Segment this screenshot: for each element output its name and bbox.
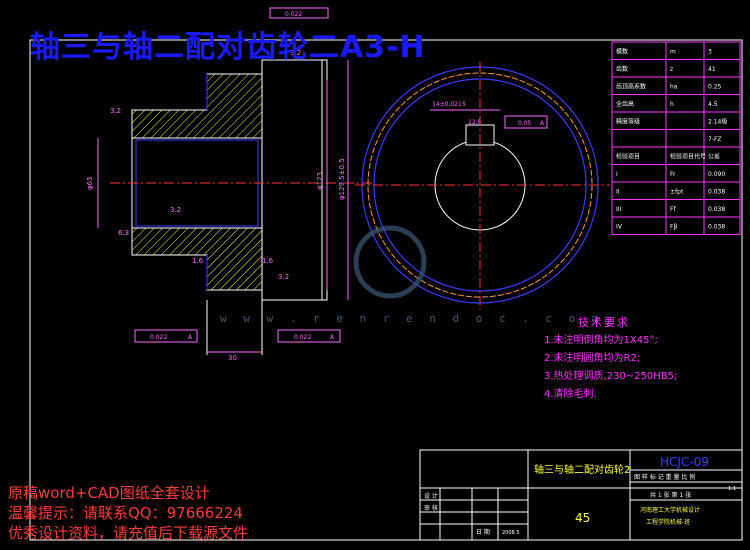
- tb-design: 设 计: [424, 492, 438, 500]
- section-view: [97, 59, 372, 355]
- dim-bore-diameter: φ65: [86, 176, 94, 190]
- tech-item: 3.热处理调质,230~250HB5;: [544, 371, 678, 382]
- param-cell: 0.038: [708, 189, 725, 196]
- svg-text:3.2: 3.2: [170, 206, 181, 214]
- tb-date-label: 日 期: [476, 528, 490, 536]
- tech-item: 4.清除毛刺.: [544, 389, 597, 400]
- param-cell: 精度等级: [616, 118, 640, 126]
- watermark-url: w w w . r e n r e n d o c . c o m: [220, 312, 604, 325]
- svg-text:A: A: [188, 334, 193, 341]
- param-cell: 3: [708, 49, 712, 56]
- param-cell: 0.090: [708, 171, 725, 178]
- param-cell: 41: [708, 66, 716, 73]
- dim-tip-diameter: φ129.5±0.5: [338, 158, 346, 200]
- parameter-table: 模数 m 3 齿数 z 41 齿顶高系数 ha 0.25 全齿高 h 4.5 精度等级 2.14级 7-FZ…: [611, 41, 741, 235]
- param-cell: 4.5: [708, 101, 718, 108]
- param-cell: 检验项目代号: [670, 153, 706, 161]
- param-cell: I: [616, 171, 618, 178]
- technical-requirements: 技术要求 1.未注明倒角均为1X45°; 2.未注明圆角均为R2; 3.热处理调…: [544, 314, 677, 404]
- svg-text:1.6: 1.6: [192, 257, 204, 265]
- param-cell: IV: [616, 224, 623, 231]
- svg-text:0.05: 0.05: [518, 120, 532, 127]
- tb-org1: 河南理工大学机械设计: [640, 506, 700, 514]
- param-cell: h: [670, 101, 674, 108]
- svg-text:6.3: 6.3: [118, 229, 129, 237]
- tb-check: 审 核: [424, 504, 438, 512]
- param-cell: 0.25: [708, 84, 722, 91]
- tb-scale: 1:1: [728, 486, 736, 492]
- rough-keyway: 12.5: [468, 119, 482, 126]
- drawing-name: 轴三与轴二配对齿轮2: [534, 463, 630, 476]
- tech-item: 1.未注明倒角均为1X45°;: [544, 335, 658, 346]
- param-cell: 7-FZ: [708, 136, 722, 143]
- svg-text:1.6: 1.6: [262, 257, 274, 265]
- drawing-border: [29, 39, 743, 541]
- svg-text:0.022: 0.022: [294, 334, 311, 341]
- tb-row1: 图 样 标 记 重 量 比 例: [634, 473, 695, 481]
- gdt-frames: 0.022 0.022 A 0.022 A 0.05 A: [134, 7, 548, 343]
- svg-text:0.022: 0.022: [150, 334, 167, 341]
- tb-sheet: 共 1 张 第 1 张: [650, 491, 691, 499]
- param-cell: II: [616, 189, 620, 196]
- param-cell: III: [616, 206, 622, 213]
- tb-org2: 工程学院机械-班: [646, 518, 690, 526]
- dim-width: 30: [228, 354, 237, 362]
- param-cell: z: [670, 66, 673, 73]
- svg-text:3.2: 3.2: [290, 49, 301, 57]
- param-cell: 模数: [616, 48, 628, 56]
- dim-keyway: 14±0.0215: [432, 101, 466, 108]
- tech-item: 2.未注明圆角均为R2;: [544, 353, 641, 364]
- watermark-logo-ring: [353, 225, 427, 299]
- drawing-title: 轴三与轴二配对齿轮二A3-H: [30, 30, 426, 65]
- param-cell: 齿数: [616, 65, 628, 73]
- param-cell: Fr: [670, 171, 676, 178]
- svg-text:0.022: 0.022: [285, 11, 302, 18]
- tech-heading: 技术要求: [578, 316, 630, 329]
- param-cell: 全齿高: [616, 100, 634, 108]
- svg-text:3.2: 3.2: [110, 107, 121, 115]
- param-cell: 检验项目: [616, 153, 640, 161]
- tb-material: 45: [575, 511, 590, 525]
- watermark-line-1: 原稿word+CAD图纸全套设计: [8, 484, 210, 502]
- end-view: [355, 62, 610, 310]
- param-cell: Ff: [670, 206, 676, 213]
- svg-text:A: A: [330, 334, 335, 341]
- drawing-code: HCJC-09: [660, 455, 709, 469]
- param-cell: Fβ: [670, 224, 677, 231]
- svg-text:3.2: 3.2: [278, 273, 289, 281]
- param-cell: m: [670, 49, 676, 56]
- dim-hub-diameter: φ123: [316, 172, 324, 190]
- svg-text:A: A: [540, 120, 545, 127]
- param-cell: 0.038: [708, 224, 725, 231]
- title-block: 轴三与轴二配对齿轮2 HCJC-09 图 样 标 记 重 量 比 例 1:1 共…: [419, 449, 743, 541]
- param-cell: 2.14级: [708, 118, 727, 126]
- roughness-marks: 3.2 3.2 3.2 3.2 6.3 1.6 1.6: [110, 49, 301, 281]
- param-cell: 0.038: [708, 206, 725, 213]
- watermark-line-3: 优秀设计资料，请充值后下载源文件: [8, 524, 249, 542]
- param-cell: 公差: [708, 153, 720, 161]
- watermark-line-2: 温馨提示：请联系QQ：97666224: [8, 504, 243, 522]
- tb-date: 2008.5: [502, 530, 520, 536]
- param-cell: ha: [670, 84, 678, 91]
- param-cell: ±fpt: [670, 189, 684, 196]
- param-cell: 齿顶高系数: [616, 83, 646, 91]
